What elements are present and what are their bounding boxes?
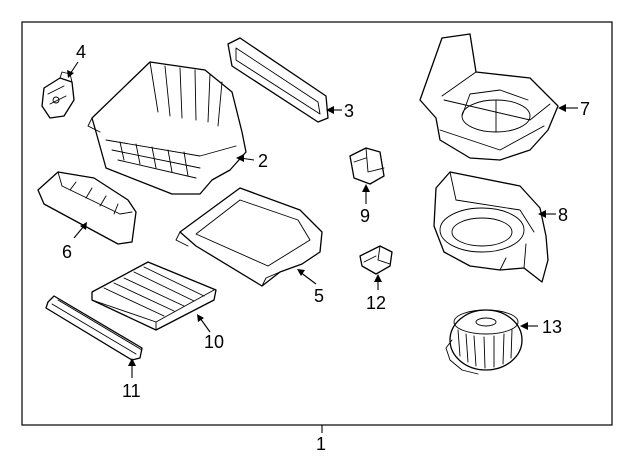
callout-5: 5 [314,286,324,306]
arrow-5 [297,269,305,276]
part-5-filter-frame [175,187,323,287]
part-7-upper-case [419,33,559,161]
part-3-seal [227,37,329,123]
arrow-4 [67,70,74,78]
arrow-12 [374,274,382,282]
callout-6: 6 [62,242,72,262]
part-4-actuator [41,71,75,119]
part-13-blower-motor [445,309,523,375]
arrow-11 [128,358,136,366]
callout-8: 8 [558,205,568,225]
callout-7: 7 [580,99,590,119]
callout-2: 2 [258,151,268,171]
callout-1: 1 [316,434,326,454]
leader-6 [73,225,85,239]
leader-10 [199,317,211,333]
part-9-sensor [349,147,385,185]
arrow-13 [520,322,528,330]
part-12-connector [359,245,393,275]
part-8-lower-case [433,171,549,283]
callout-3: 3 [344,101,354,121]
arrow-8 [538,210,546,218]
callout-13: 13 [542,317,562,337]
part-6-duct [37,171,137,245]
arrow-9 [362,184,370,192]
arrow-6 [80,222,87,230]
callout-10: 10 [204,332,224,352]
arrow-2 [236,154,244,162]
leader-5 [299,271,317,285]
arrow-10 [197,314,204,322]
callout-11: 11 [122,381,141,401]
callout-4: 4 [76,42,86,62]
part-10-cabin-filter [91,261,217,331]
callout-12: 12 [366,293,386,313]
callout-9: 9 [360,206,370,226]
part-11-filter-strip [45,295,143,361]
part-2-housing [87,61,247,195]
diagram-frame [21,21,613,426]
arrow-3 [326,106,334,114]
arrow-7 [558,104,566,112]
